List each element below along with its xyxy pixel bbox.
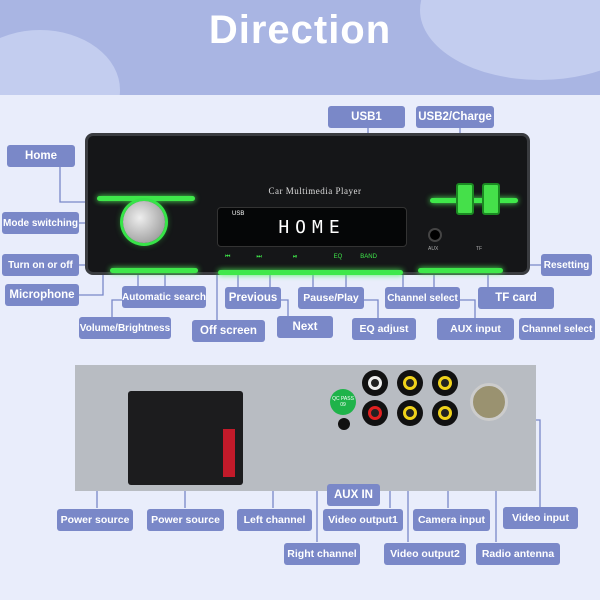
aux-jack[interactable]: [428, 228, 442, 242]
display-screen: USB HOME: [217, 207, 407, 247]
label-next: Next: [277, 316, 333, 338]
control-buttons: ⏮ ⏭ ⏯ EQ BAND: [225, 251, 405, 263]
rca-left-out: [362, 370, 388, 396]
rca-video-out1: [397, 370, 423, 396]
previous-button[interactable]: ⏮: [225, 253, 231, 260]
label-volume-brightness: Volume/Brightness: [79, 317, 171, 339]
led-strip: [418, 268, 503, 273]
usb2-port[interactable]: [482, 183, 500, 215]
label-turn-on-off: Turn on or off: [2, 254, 79, 276]
rca-right-out: [362, 400, 388, 426]
rca-video-in: [432, 370, 458, 396]
next-button[interactable]: ⏭: [256, 253, 262, 260]
led-strip: [110, 268, 198, 273]
usb1-port[interactable]: [456, 183, 474, 215]
car-radio-front: [85, 133, 530, 275]
label-channel-select: Channel select: [385, 287, 460, 309]
label-power-source-1: Power source: [57, 509, 133, 531]
pause-play-button[interactable]: ⏯: [292, 253, 298, 260]
label-eq-adjust: EQ adjust: [352, 318, 416, 340]
aux-text: AUX: [428, 246, 439, 252]
label-automatic-search: Automatic search: [122, 286, 206, 308]
label-left-channel: Left channel: [237, 509, 312, 531]
label-usb2: USB2/Charge: [416, 106, 494, 128]
aux-in-jack: [338, 418, 350, 430]
antenna-socket: [470, 383, 508, 421]
display-text: HOME: [278, 217, 346, 238]
label-off-screen: Off screen: [192, 320, 265, 342]
volume-knob[interactable]: [123, 201, 165, 243]
eq-button[interactable]: EQ: [333, 254, 343, 260]
label-radio-antenna: Radio antenna: [476, 543, 560, 565]
page-title: Direction: [208, 8, 392, 52]
label-pause-play: Pause/Play: [298, 287, 364, 309]
label-video-output2: Video output2: [384, 543, 466, 565]
qc-sticker: QC PASS 09: [330, 389, 356, 415]
header-banner: Direction: [0, 0, 600, 95]
label-right-channel: Right channel: [284, 543, 360, 565]
label-microphone: Microphone: [5, 284, 79, 306]
display-source: USB: [232, 211, 245, 217]
label-mode-switching: Mode switching: [2, 212, 79, 234]
tf-text: TF: [476, 246, 483, 252]
label-video-output1: Video output1: [323, 509, 403, 531]
rca-camera-in: [432, 400, 458, 426]
label-aux-input: AUX input: [437, 318, 514, 340]
label-channel-select-2: Channel select: [519, 318, 595, 340]
label-aux-in: AUX IN: [327, 484, 380, 506]
label-camera-input: Camera input: [413, 509, 490, 531]
label-video-input: Video input: [503, 507, 578, 529]
label-power-source-2: Power source: [147, 509, 224, 531]
iso-connector: [128, 391, 243, 485]
led-strip: [218, 270, 403, 275]
band-button[interactable]: BAND: [360, 254, 377, 260]
label-previous: Previous: [225, 287, 281, 309]
faceplate-text: Car Multimedia Player: [268, 186, 362, 196]
rca-video-out2: [397, 400, 423, 426]
label-usb1: USB1: [328, 106, 405, 128]
label-home: Home: [7, 145, 75, 167]
fuse: [223, 429, 235, 477]
label-tf-card: TF card: [478, 287, 554, 309]
label-resetting: Resetting: [541, 254, 592, 276]
led-strip: [97, 196, 195, 201]
led-strip: [430, 198, 518, 203]
